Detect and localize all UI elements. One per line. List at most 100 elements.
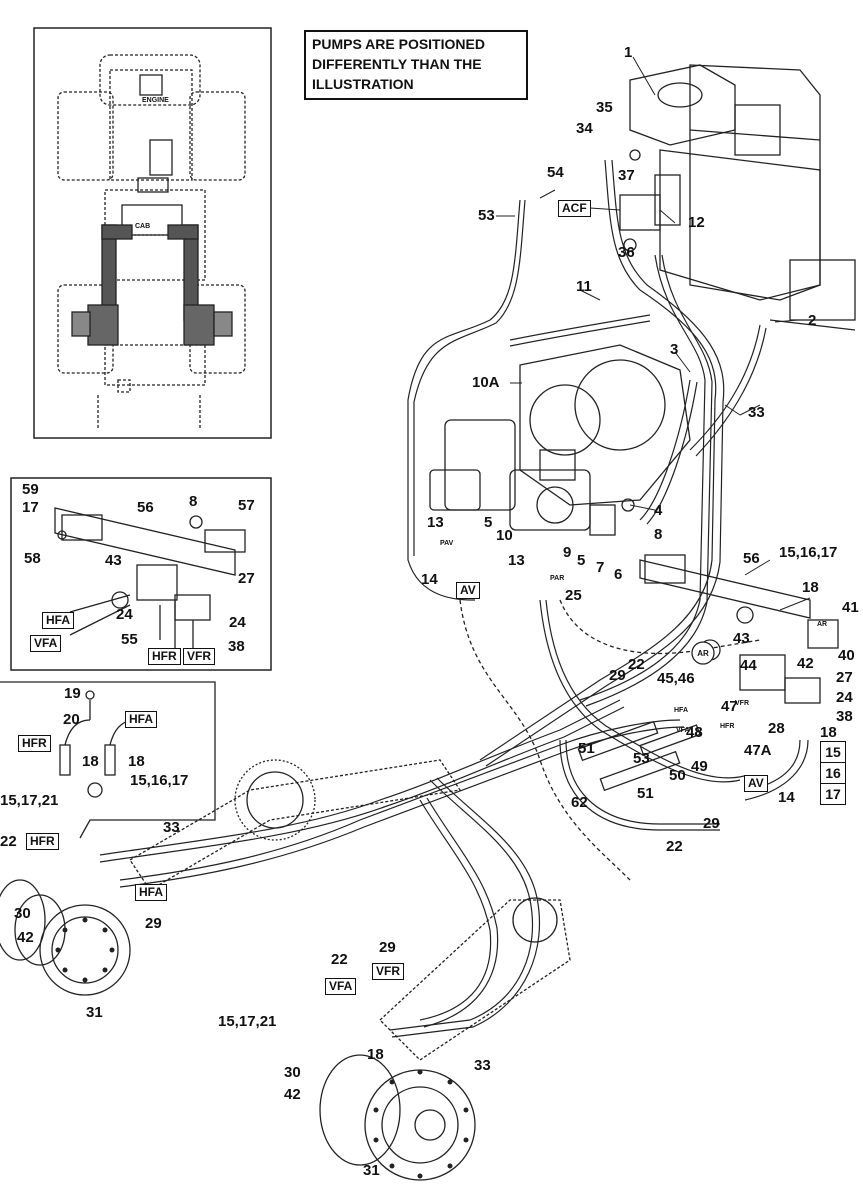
callout-29d: 29 [703,815,720,832]
callout-49: 49 [691,758,708,775]
callout-29a: 29 [609,667,626,684]
callout-14a: 14 [421,571,438,588]
manifold-51-53 [577,720,701,792]
engine-pump-block [137,74,173,193]
note-line-1: PUMPS ARE POSITIONED [312,36,485,52]
callout-24c: 24 [836,689,853,706]
callout-24b: 24 [229,614,246,631]
callout-36: 36 [618,244,635,261]
port-par: PAR [550,575,564,582]
machine-overview-inset [33,27,272,439]
callout-18a: 18 [802,579,819,596]
callout-2: 2 [808,312,817,329]
callout-37: 37 [618,167,635,184]
port-hfr: HFR [720,723,734,730]
callout-3: 3 [670,341,679,358]
callout-57: 57 [238,497,255,514]
callout-22d: 22 [666,838,683,855]
callout-51b: 51 [637,785,654,802]
callout-24a: 24 [116,606,133,623]
callout-42b: 42 [17,929,34,946]
wheel-detail-frame [0,681,216,839]
callout-5a: 5 [484,514,493,531]
label-hfr-2: HFR [18,735,51,753]
callout-55: 55 [121,631,138,648]
callout-28: 28 [768,720,785,737]
port-vfr: VFR [735,700,749,707]
callout-11: 11 [576,278,592,295]
callout-4: 4 [654,502,663,519]
callout-38b: 38 [836,708,853,725]
stack-17: 17 [825,786,841,802]
callout-6: 6 [614,566,623,583]
inset-valve-43 [69,564,211,650]
callout-56a: 56 [137,499,154,516]
callout-43b: 43 [733,630,750,647]
callout-43a: 43 [105,552,122,569]
inset-hose-run [71,224,233,346]
ar-circle-label: AR [697,649,709,658]
callout-14b: 14 [778,789,795,806]
label-vfr-1: VFR [183,648,215,666]
label-stack-15-16-17: 15 16 17 [820,741,846,805]
callout-15-17-21a: 15,17,21 [0,792,59,809]
callout-30a: 30 [14,905,31,922]
machine-outline [57,54,246,428]
callout-41: 41 [842,599,859,616]
callout-18c: 18 [82,753,99,770]
callout-29c: 29 [145,915,162,932]
callout-5b: 5 [577,552,586,569]
rear-axle [319,897,571,1181]
callout-27a: 27 [238,570,255,587]
callout-54: 54 [547,164,564,181]
callout-29b: 29 [379,939,396,956]
callout-31a: 31 [86,1004,103,1021]
callout-17: 17 [22,499,39,516]
callout-38a: 38 [228,638,245,655]
callout-58: 58 [24,550,41,567]
callout-27b: 27 [836,669,853,686]
port-vfa: VFA [676,727,690,734]
rear-hub-bolts [373,1069,469,1179]
callout-30b: 30 [284,1064,301,1081]
callout-19: 19 [64,685,81,702]
callout-33b: 33 [163,819,180,836]
valve-43-right [639,554,839,704]
callout-35: 35 [596,99,613,116]
callout-22a: 22 [628,656,645,673]
callout-18d: 18 [128,753,145,770]
front-axle [0,759,462,996]
callout-15-16-17b: 15,16,17 [130,772,189,789]
port-ar-tag: AR [817,621,827,628]
callout-53b: 53 [633,750,650,767]
callout-48: 48 [686,724,703,741]
leader-lines [496,56,811,611]
callout-13b: 13 [508,552,525,569]
callout-44: 44 [740,657,757,674]
hose-runs [99,159,809,1038]
valve-bracket-inset [10,477,272,671]
callout-22c: 22 [331,951,348,968]
callout-18e: 18 [367,1046,384,1063]
callout-10a: 10A [472,374,500,391]
callout-47a: 47A [744,742,772,759]
port-hfa: HFA [674,707,688,714]
callout-53a: 53 [478,207,495,224]
label-acf: ACF [558,200,591,218]
inset-bracket-56 [54,507,246,576]
ar-circle [691,641,715,665]
callout-22b: 22 [0,833,17,850]
callout-56b: 56 [743,550,760,567]
label-vfa-1: VFA [30,635,62,653]
label-hfa-1: HFA [42,612,74,630]
callout-9: 9 [563,544,572,561]
label-hfr-3: HFR [26,833,59,851]
valve-12 [619,149,681,252]
callout-7: 7 [596,559,605,576]
wheel-detail-fittings [59,690,141,798]
callout-34: 34 [576,120,593,137]
inset-cab-label: CAB [135,223,150,230]
front-hub-bolts [55,917,115,983]
label-hfa-3: HFA [135,884,167,902]
callout-45-46: 45,46 [657,670,695,687]
